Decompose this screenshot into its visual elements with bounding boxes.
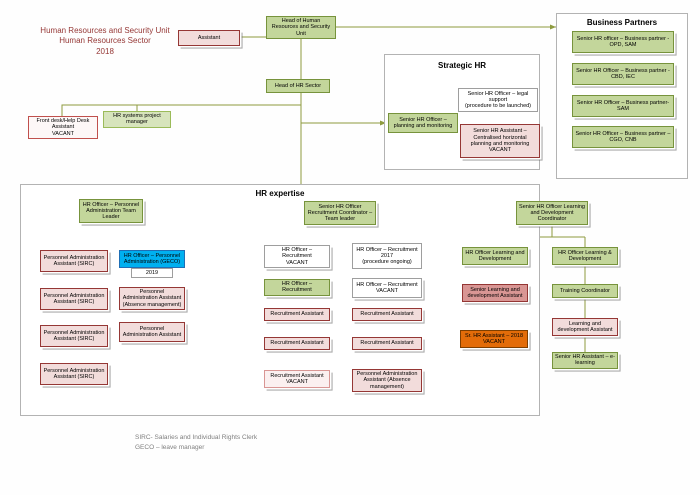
hr-officer-recruitment: HR Officer – Recruitment xyxy=(264,279,330,296)
legend-line-geco: GECO – leave manager xyxy=(135,444,205,452)
assistant-box: Assistant xyxy=(178,30,240,46)
business-partner-opd-sam: Senior HR officer – Business partner - O… xyxy=(572,31,674,53)
senior-learning-development-assistant: Senior Learning and development Assistan… xyxy=(462,284,528,302)
hr-expertise-title: HR expertise xyxy=(255,189,305,198)
chart-title-line-2: Human Resources Sector xyxy=(59,36,151,46)
head-of-hr-sector: Head of HR Sector xyxy=(266,79,330,93)
pa-assistant-sirc-4: Personnel Administration Assistant (SIRC… xyxy=(40,363,108,385)
senior-hr-officer-legal-support: Senior HR Officer – legal support(proced… xyxy=(458,88,538,112)
hr-systems-project-manager: HR systems project manager xyxy=(103,111,171,128)
recruitment-assistant-3: Recruitment Assistant xyxy=(264,337,330,350)
hr-officer-learning-development-2: HR Officer Learning & Development xyxy=(552,247,618,265)
pa-assistant: Personnel Administration Assistant xyxy=(119,322,185,342)
learning-development-team-leader: Senior HR Officer Learning and Developme… xyxy=(516,201,588,225)
business-partner-sam: Senior HR Officer – Business partner- SA… xyxy=(572,95,674,117)
pa-assistant-sirc-2: Personnel Administration Assistant (SIRC… xyxy=(40,288,108,310)
senior-hr-officer-planning-monitoring: Senior HR Officer – planning and monitor… xyxy=(388,113,458,133)
hr-officer-pa-geco: HR Officer – Personnel Administration (G… xyxy=(119,250,185,268)
learning-development-assistant: Learning and development Assistant xyxy=(552,318,618,336)
chart-title-line-1: Human Resources and Security Unit xyxy=(40,26,170,35)
training-coordinator: Training Coordinator xyxy=(552,284,618,298)
pa-assistant-sirc-1: Personnel Administration Assistant (SIRC… xyxy=(40,250,108,272)
chart-title: Human Resources and Security Unit Human … xyxy=(18,26,192,57)
business-partners-title: Business Partners xyxy=(586,18,658,27)
hr-officer-learning-development-1: HR Officer Learning and Development xyxy=(462,247,528,265)
pa-assistant-absence-management-2: Personnel Administration Assistant (Abse… xyxy=(352,369,422,392)
pa-assistant-sirc-3: Personnel Administration Assistant (SIRC… xyxy=(40,325,108,347)
strategic-hr-title: Strategic HR xyxy=(437,61,486,70)
recruitment-assistant-1: Recruitment Assistant xyxy=(264,308,330,321)
business-partner-cgo-cnb: Senior HR Officer – Business partner – C… xyxy=(572,126,674,148)
recruitment-assistant-4: Recruitment Assistant xyxy=(352,337,422,350)
senior-hr-assistant-centralised-planning: Senior HR Assistant – Centralised horizo… xyxy=(460,124,540,158)
geco-2019-box: 2019 xyxy=(131,268,173,279)
head-of-hr-and-security-unit: Head of Human Resources and Security Uni… xyxy=(266,16,336,39)
recruitment-assistant-2: Recruitment Assistant xyxy=(352,308,422,321)
legend-line-sirc: SIRC- Salaries and Individual Rights Cle… xyxy=(135,434,258,441)
business-partner-cbd-iec: Senior HR Officer – Business partner - C… xyxy=(572,63,674,85)
pa-team-leader: HR Officer – Personnel Administration Te… xyxy=(79,199,143,223)
recruitment-team-leader: Senior HR Officer Recruitment Coordinato… xyxy=(304,201,376,225)
chart-title-line-3: 2018 xyxy=(96,46,114,56)
legend: SIRC- Salaries and Individual Rights Cle… xyxy=(135,433,257,454)
senior-hr-assistant-elearning: Senior HR Assistant – e-learning xyxy=(552,352,618,369)
pa-assistant-absence-management: Personnel Administration Assistant (Abse… xyxy=(119,287,185,310)
